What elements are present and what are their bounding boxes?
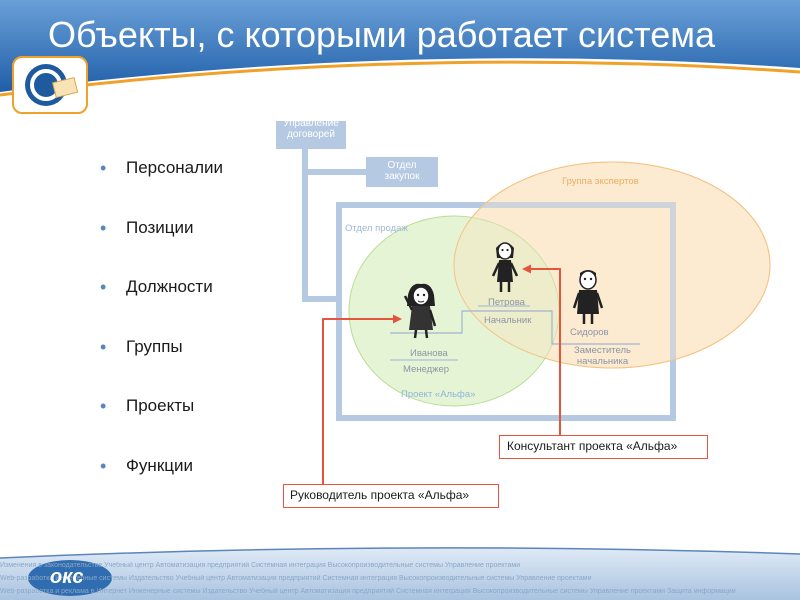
footer-logo: окс — [50, 566, 84, 588]
person-icon — [403, 283, 437, 339]
footer-ticker: Web-разработка Инженерные системы Издате… — [0, 575, 592, 582]
sales-department-label: Отдел продаж — [345, 223, 408, 234]
person-role: Менеджер — [403, 364, 450, 375]
leader-callout: Руководитель проекта «Альфа» — [283, 484, 499, 508]
org-connector — [302, 148, 339, 302]
slide-title: Объекты, с которыми работает система — [48, 14, 716, 55]
objects-list: Персоналии Позиции Должности Группы Прое… — [100, 146, 223, 503]
person-name: Петрова — [488, 297, 525, 308]
sales-department-frame — [336, 202, 676, 421]
list-item: Функции — [100, 444, 223, 504]
person-role: Начальник — [484, 315, 532, 326]
leader-arrow — [322, 318, 400, 484]
project-group-label: Проект «Альфа» — [401, 389, 476, 400]
person-icon — [572, 270, 604, 324]
list-item: Должности — [100, 265, 223, 325]
person-name: Сидоров — [570, 327, 609, 338]
experts-group-ellipse — [453, 161, 771, 369]
list-item: Позиции — [100, 206, 223, 266]
consultant-callout: Консультант проекта «Альфа» — [499, 435, 708, 459]
person-icon — [491, 242, 519, 292]
list-item: Группы — [100, 325, 223, 385]
footer-ticker: Изменения в законодательстве Учебный цен… — [0, 562, 521, 569]
purchasing-box-label: Отдел закупок — [384, 160, 420, 182]
person-role: Заместитель начальника — [574, 345, 631, 367]
list-item: Персоналии — [100, 146, 223, 206]
company-logo — [12, 56, 88, 114]
management-box-label: Управление договорей — [283, 118, 339, 140]
consultant-arrow — [530, 268, 561, 436]
project-group-ellipse — [348, 215, 560, 407]
list-item: Проекты — [100, 384, 223, 444]
header-band — [0, 0, 800, 97]
person-name: Иванова — [410, 348, 448, 359]
footer-ticker: Web-разработка и реклама в Интернет Инже… — [0, 588, 736, 595]
experts-group-label: Группа экспертов — [562, 176, 639, 187]
logo-icon — [25, 64, 79, 106]
footer-band — [0, 547, 800, 600]
